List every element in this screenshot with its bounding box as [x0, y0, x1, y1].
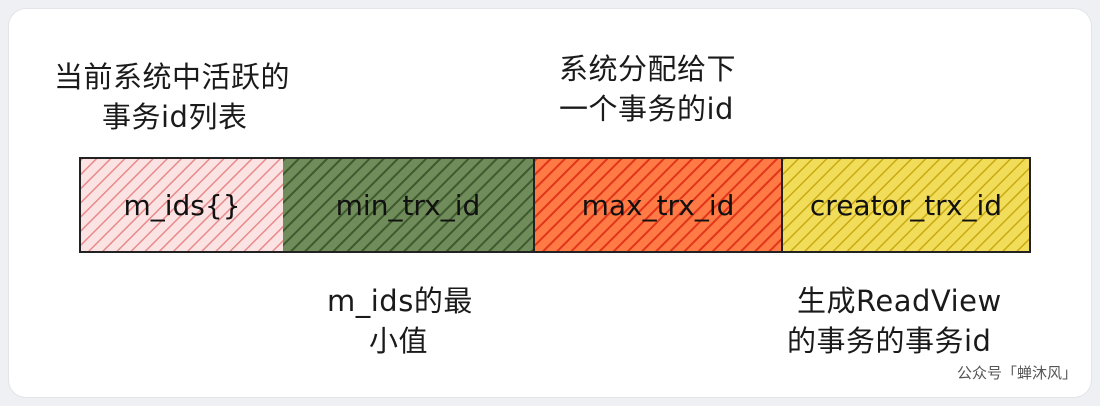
- box-label-min-trx-id: min_trx_id: [335, 188, 481, 222]
- box-label-max-trx-id: max_trx_id: [581, 188, 735, 222]
- box-creator-trx-id: creator_trx_id: [781, 157, 1031, 253]
- hatch-pattern-m-ids: [81, 159, 283, 251]
- box-min-trx-id: min_trx_id: [283, 157, 535, 253]
- box-label-creator-trx-id: creator_trx_id: [809, 188, 1003, 222]
- box-max-trx-id: max_trx_id: [533, 157, 783, 253]
- label-creator-id: 生成ReadView 的事务的事务id: [787, 284, 1002, 358]
- hatch-pattern-creator-trx-id: [783, 159, 1029, 251]
- watermark: 公众号「蝉沐风」: [956, 364, 1077, 382]
- label-next-id: 系统分配给下 一个事务的id: [559, 52, 737, 126]
- box-m-ids: m_ids{}: [79, 157, 285, 253]
- hatch-pattern-max-trx-id: [535, 159, 781, 251]
- diagram-card: 当前系统中活跃的 事务id列表 系统分配给下 一个事务的id m_ids{}: [8, 8, 1092, 398]
- hatch-pattern-min-trx-id: [283, 159, 533, 251]
- box-label-m-ids: m_ids{}: [123, 188, 241, 222]
- label-min-of-m-ids: m_ids的最 小值: [327, 284, 473, 358]
- label-active-ids: 当前系统中活跃的 事务id列表: [54, 60, 291, 134]
